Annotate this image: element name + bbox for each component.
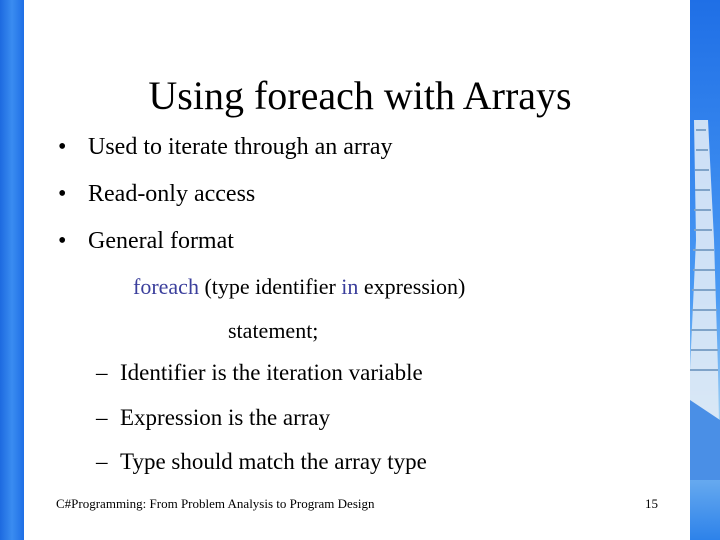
code-text-part-2: expression) [358,274,466,299]
subbullet-item-1: –Identifier is the iteration variable [96,360,423,386]
dash-symbol: – [96,449,108,474]
bullet-symbol: • [58,228,67,254]
subbullet-text-2: Expression is the array [120,405,331,430]
dash-symbol: – [96,360,108,385]
bullet-text-2: Read-only access [88,181,256,207]
code-text-part-1: (type identifier [198,274,342,299]
tower-graphic [690,120,720,480]
bullet-text-3: General format [88,228,234,254]
bullet-item-1: • Used to iterate through an array [58,134,393,161]
dash-symbol: – [96,405,108,430]
code-line-2: statement; [228,318,319,343]
slide-footer: C#Programming: From Problem Analysis to … [56,496,375,511]
subbullet-item-2: –Expression is the array [96,405,330,431]
code-keyword-foreach: foreach [133,274,199,299]
subbullet-text-1: Identifier is the iteration variable [120,360,423,385]
bullet-item-2: • Read-only access [58,181,255,208]
bullet-text-1: Used to iterate through an array [88,134,393,160]
subbullet-item-3: –Type should match the array type [96,449,427,475]
code-keyword-in: in [341,274,359,299]
code-line-1: foreach (type identifier in expression) [133,274,465,300]
background-left-strip [0,0,24,540]
bullet-symbol: • [58,181,67,207]
bullet-symbol: • [58,134,67,160]
bullet-item-3: • General format [58,228,234,255]
slide-canvas [24,0,690,540]
subbullet-text-3: Type should match the array type [120,449,427,474]
slide-title: Using foreach with Arrays [148,73,572,118]
page-number: 15 [645,496,658,511]
